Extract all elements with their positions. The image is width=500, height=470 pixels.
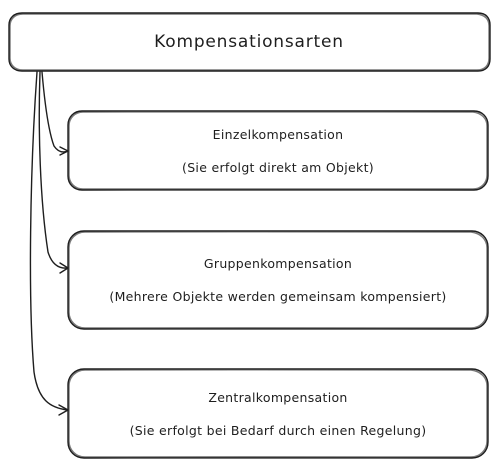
root-node: Kompensationsarten xyxy=(9,13,489,71)
connector-gruppe xyxy=(38,71,69,274)
zentralkompensation-node: Zentralkompensation (Sie erfolgt bei Bed… xyxy=(68,369,488,458)
root-box-outline xyxy=(8,12,491,72)
zentralkompensation-title: Zentralkompensation xyxy=(208,389,348,405)
gruppenkompensation-title: Gruppenkompensation xyxy=(203,256,353,271)
zentral-box-outline xyxy=(67,368,489,459)
zentralkompensation-description: (Sie erfolgt bei Bedarf durch einen Rege… xyxy=(129,422,427,438)
connector-zentral xyxy=(29,71,69,416)
einzelkompensation-title: Einzelkompensation xyxy=(212,126,344,142)
gruppenkompensation-node: Gruppenkompensation (Mehrere Objekte wer… xyxy=(68,231,488,329)
einzelkompensation-description: (Sie erfolgt direkt am Objekt) xyxy=(182,159,374,175)
gruppenkompensation-description: (Mehrere Objekte werden gemeinsam kompen… xyxy=(109,289,447,304)
connector-einzel xyxy=(41,71,69,156)
einzelkompensation-node: Einzelkompensation (Sie erfolgt direkt a… xyxy=(68,111,488,190)
root-node-label: Kompensationsarten xyxy=(154,32,344,52)
einzel-box-outline xyxy=(67,110,489,191)
gruppe-box-outline xyxy=(67,230,489,330)
